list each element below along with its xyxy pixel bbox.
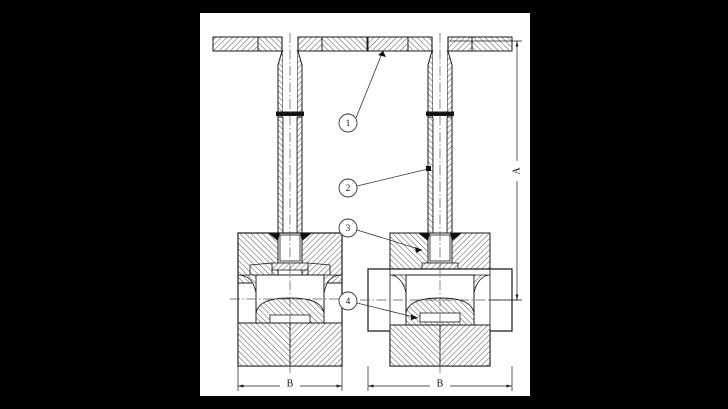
right-dimension-b-label: B (437, 379, 444, 390)
technical-drawing-svg: B (212, 33, 525, 391)
left-dimension-b-label: B (287, 379, 294, 390)
balloon-1-arrow (378, 51, 386, 57)
balloon-1-number: 1 (346, 118, 351, 128)
left-weld-mark-a (268, 233, 280, 241)
balloon-4-circle[interactable] (338, 291, 358, 311)
right-bonnet (389, 232, 491, 270)
left-dimension-b: B (237, 366, 343, 391)
right-stem-collar (426, 112, 454, 116)
dimension-a: A (450, 40, 525, 301)
right-weld-mark-b (450, 233, 462, 241)
right-dimension-b: B (367, 366, 513, 391)
balloon-3-arrow (415, 247, 422, 253)
balloon-1-leader (355, 50, 384, 119)
left-weld-mark-b (300, 233, 312, 241)
balloon-2-number: 2 (346, 183, 351, 193)
balloon-1[interactable]: 1 (338, 50, 386, 133)
balloon-3-circle[interactable] (338, 218, 358, 238)
drawing-sheet: B (200, 13, 530, 396)
balloon-callouts: 1 2 3 4 (338, 50, 431, 320)
balloon-4-arrow (411, 314, 418, 320)
balloon-1-circle[interactable] (338, 113, 358, 133)
balloon-2-arrow (426, 166, 431, 171)
balloon-3-leader (356, 229, 423, 251)
balloon-4-leader (356, 302, 419, 319)
dimension-a-label: A (512, 167, 523, 175)
right-handwheel (367, 36, 513, 118)
right-valve-body (367, 268, 513, 367)
left-stem-collar (276, 112, 304, 116)
right-view: B (360, 33, 522, 391)
right-weld-mark-a (418, 233, 430, 241)
left-view: B (212, 33, 368, 391)
balloon-2-circle[interactable] (338, 178, 358, 198)
left-handwheel (212, 36, 368, 118)
balloon-3-number: 3 (346, 223, 351, 233)
balloon-3[interactable]: 3 (338, 218, 423, 253)
balloon-2[interactable]: 2 (338, 166, 431, 198)
balloon-4[interactable]: 4 (338, 291, 419, 320)
balloon-4-number: 4 (346, 296, 351, 306)
balloon-2-leader (356, 168, 429, 187)
